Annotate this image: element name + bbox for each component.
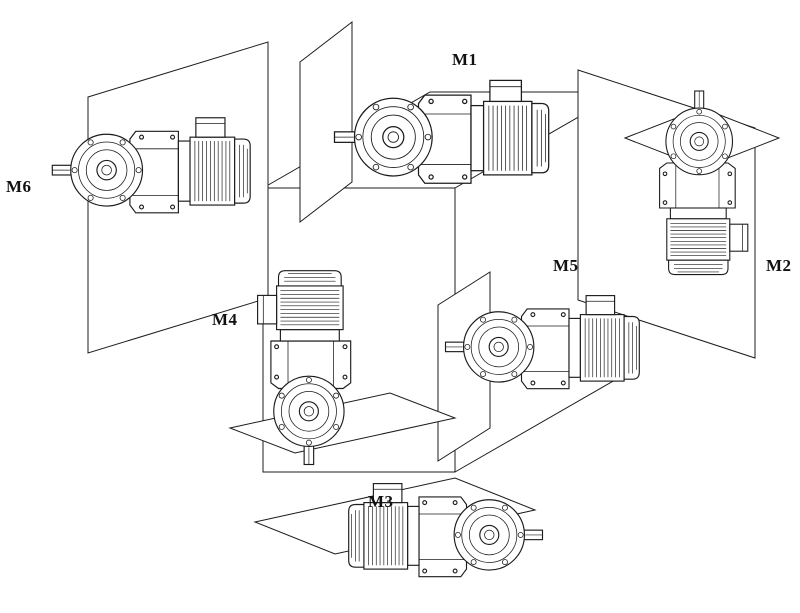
label-m3: M3 [368,492,394,511]
gearmotor-m6-drawing [51,117,251,214]
label-m5: M5 [553,256,579,275]
label-m2: M2 [766,256,792,275]
label-m6: M6 [6,177,32,196]
label-m4: M4 [212,310,238,329]
label-m1: M1 [452,50,478,69]
gearmotor-m1-drawing [333,79,550,184]
panel-m1 [299,20,353,224]
